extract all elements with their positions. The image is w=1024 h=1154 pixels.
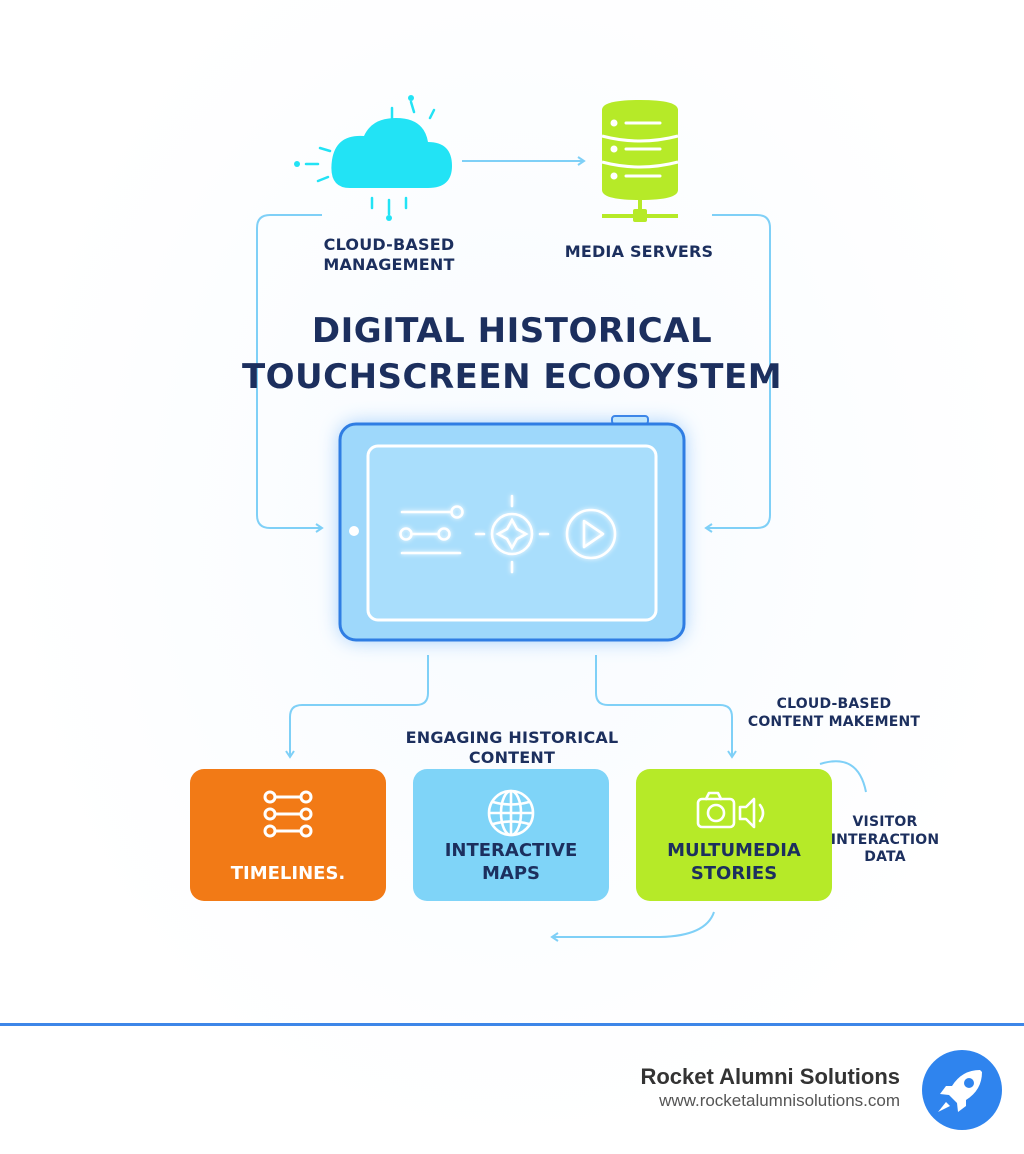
compass-icon bbox=[474, 494, 550, 574]
timeline-icon bbox=[263, 790, 313, 838]
multimedia-stories-card: MULTUMEDIA STORIES bbox=[636, 769, 832, 901]
engaging-content-text: ENGAGING HISTORICAL CONTENT bbox=[405, 728, 619, 767]
servers-to-tablet-connector bbox=[704, 214, 771, 533]
return-arrow bbox=[550, 911, 715, 942]
cloud-management-line1: CLOUD-BASED bbox=[323, 235, 455, 254]
diagram-title: DIGITAL HISTORICAL TOUCHSCREEN ECOOYSTEM bbox=[212, 308, 812, 400]
title-line2: TOUCHSCREEN ECOOYSTEM bbox=[241, 357, 783, 397]
multimedia-card-line1: MULTUMEDIA bbox=[667, 840, 801, 861]
brand-name: Rocket Alumni Solutions bbox=[640, 1064, 900, 1089]
cloud-management-line2: MANAGEMENT bbox=[323, 255, 455, 274]
visitor-line3: DATA bbox=[864, 849, 906, 865]
content-management-line1: CLOUD-BASED bbox=[776, 696, 892, 712]
cloud-to-tablet-connector bbox=[256, 214, 324, 533]
cloud-icon bbox=[294, 95, 452, 221]
visitor-data-curve bbox=[819, 760, 867, 793]
tablet-to-multimedia-connector bbox=[595, 655, 737, 759]
rocket-icon bbox=[938, 1070, 982, 1112]
content-management-line2: CONTENT MAKEMENT bbox=[747, 713, 921, 730]
engaging-content-label: ENGAGING HISTORICAL CONTENT bbox=[360, 728, 664, 768]
visitor-line2: INTERACTION bbox=[830, 831, 940, 848]
tablet-to-timelines-connector bbox=[285, 655, 429, 759]
timeline-icon bbox=[399, 505, 464, 555]
tablet-display bbox=[338, 415, 686, 642]
timelines-card-line1: TIMELINES. bbox=[230, 863, 346, 884]
visitor-line1: VISITOR bbox=[852, 814, 918, 830]
interactive-maps-card: INTERACTIVE MAPS bbox=[413, 769, 609, 901]
timelines-card: TIMELINES. bbox=[190, 769, 386, 901]
cloud-management-label: CLOUD-BASED MANAGEMENT bbox=[318, 235, 460, 275]
camera-speaker-icon bbox=[696, 791, 765, 829]
multimedia-card-line2: STORIES bbox=[690, 863, 778, 884]
maps-card-line2: MAPS bbox=[482, 863, 540, 884]
globe-icon bbox=[487, 789, 535, 837]
server-icon bbox=[601, 100, 679, 222]
media-servers-text: MEDIA SERVERS bbox=[564, 242, 714, 261]
title-line1: DIGITAL HISTORICAL bbox=[311, 311, 713, 351]
play-icon bbox=[565, 508, 617, 560]
footer-divider bbox=[0, 1023, 1024, 1026]
brand-logo bbox=[922, 1050, 1002, 1130]
media-servers-label: MEDIA SERVERS bbox=[560, 242, 718, 262]
maps-card-line1: INTERACTIVE bbox=[444, 840, 578, 861]
visitor-interaction-label: VISITOR INTERACTION DATA bbox=[830, 814, 940, 867]
brand-url: www.rocketalumnisolutions.com bbox=[659, 1091, 900, 1110]
content-management-label: CLOUD-BASED CONTENT MAKEMENT bbox=[744, 696, 924, 731]
